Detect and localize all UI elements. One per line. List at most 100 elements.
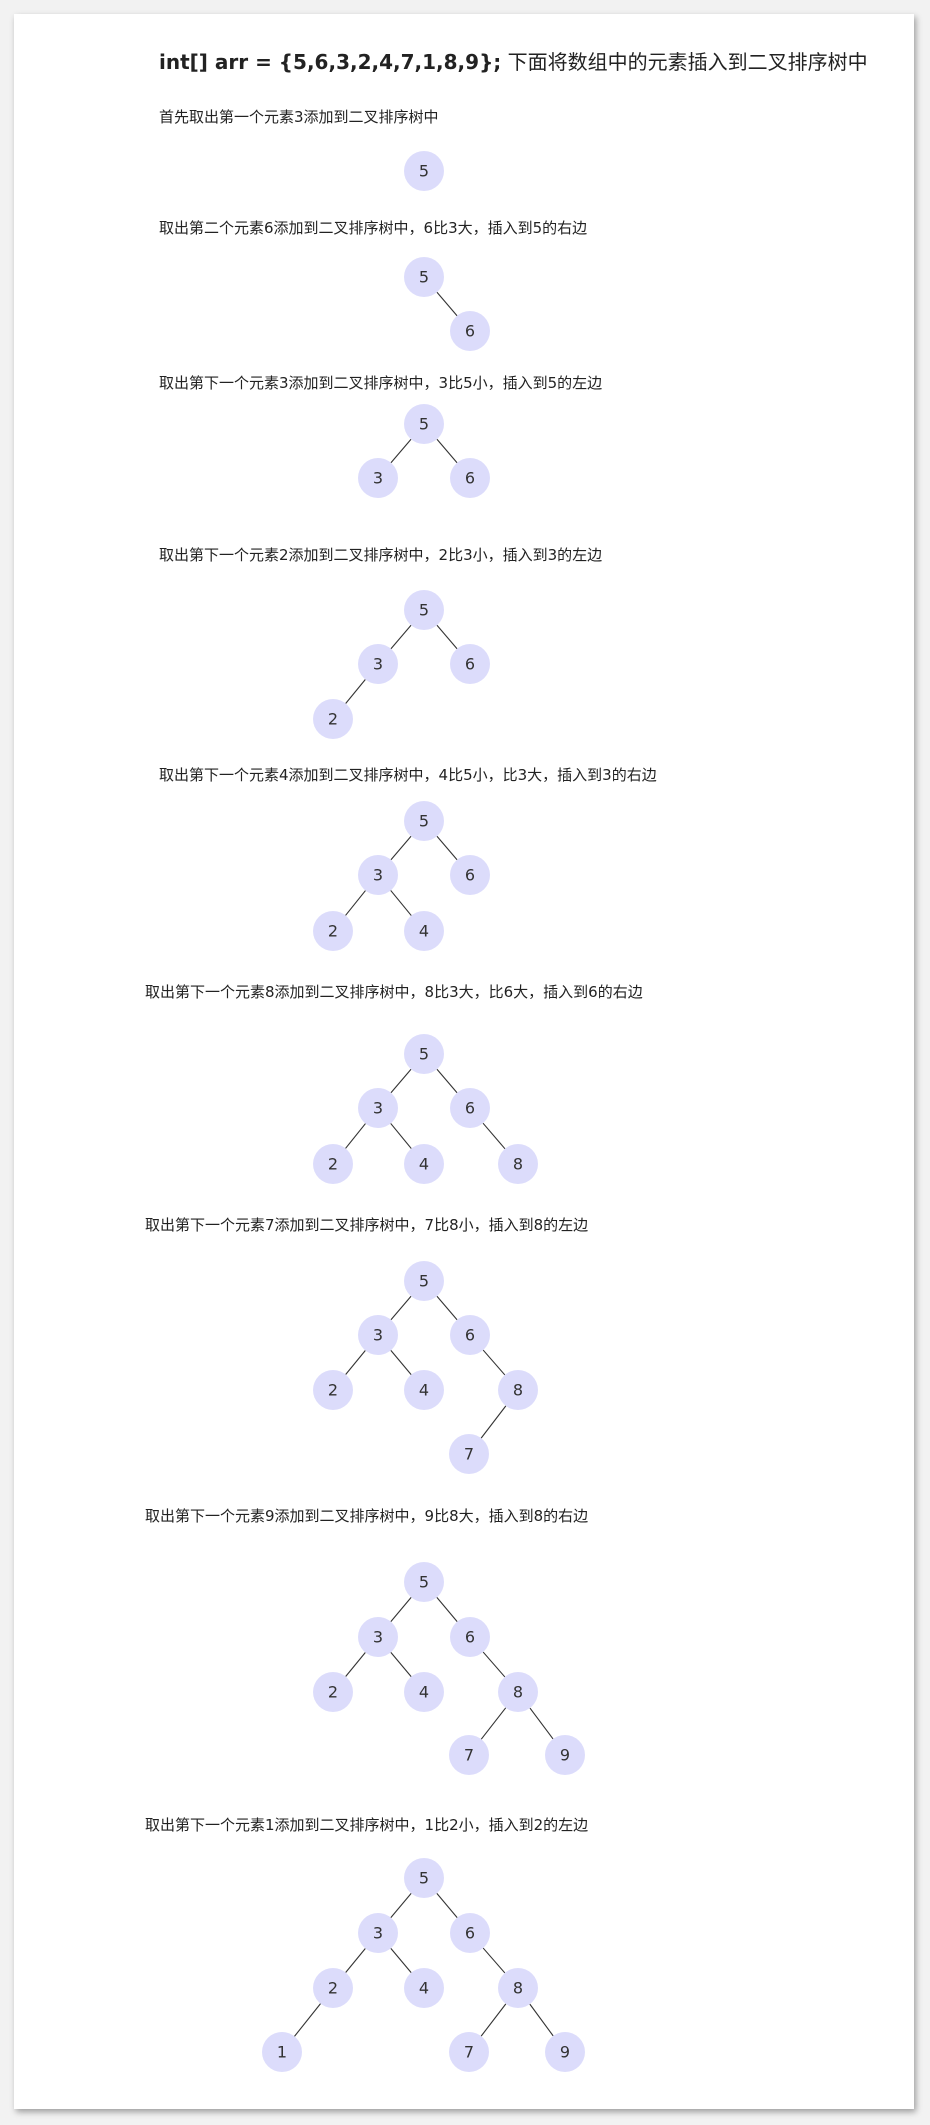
tree-node-label: 5 [419,812,429,831]
tree-node-label: 8 [513,1683,523,1702]
step-caption-2: 取出第二个元素6添加到二叉排序树中，6比3大，插入到5的右边 [159,219,588,237]
tree-node-label: 2 [328,710,338,729]
page-title: int[] arr = {5,6,3,2,4,7,1,8,9}; 下面将数组中的… [159,46,868,75]
tree-node-label: 8 [513,1155,523,1174]
tree-node [449,1434,489,1474]
tree-node-label: 2 [328,1381,338,1400]
tree-node [404,257,444,297]
tree-node [404,404,444,444]
tree-node-label: 9 [560,1746,570,1765]
tree-node [450,1913,490,1953]
tree-edge [482,1122,506,1150]
tree-edge [480,2003,507,2037]
step-caption-8: 取出第下一个元素9添加到二叉排序树中，9比8大，插入到8的右边 [145,1507,589,1525]
tree-edge [480,1707,507,1740]
tree-node-label: 4 [419,922,429,941]
tree-node [449,2032,489,2072]
tree-node [358,1088,398,1128]
step-caption-4: 取出第下一个元素2添加到二叉排序树中，2比3小，插入到3的左边 [159,546,603,564]
bst-step-1: 5 [404,151,444,191]
bst-step-2: 56 [404,257,490,351]
step-caption-3: 取出第下一个元素3添加到二叉排序树中，3比5小，插入到5的左边 [159,374,603,392]
tree-node [404,801,444,841]
tree-node [498,1672,538,1712]
tree-node-label: 6 [465,1628,475,1647]
tree-edge [529,1707,554,1740]
tree-node [450,1617,490,1657]
tree-node-label: 6 [465,1099,475,1118]
tree-node-label: 3 [373,1924,383,1943]
document-page: int[] arr = {5,6,3,2,4,7,1,8,9}; 下面将数组中的… [14,14,914,2109]
tree-node [313,911,353,951]
tree-node [358,1315,398,1355]
step-caption-9: 取出第下一个元素1添加到二叉排序树中，1比2小，插入到2的左边 [145,1816,589,1834]
tree-node-label: 7 [464,1445,474,1464]
tree-edge [436,624,458,650]
tree-node-label: 5 [419,415,429,434]
tree-node [498,1370,538,1410]
tree-node-label: 6 [465,1924,475,1943]
tree-node [404,911,444,951]
tree-node [404,1968,444,2008]
tree-node [358,1913,398,1953]
tree-node-label: 5 [419,1573,429,1592]
tree-edge [345,1350,366,1375]
tree-node-label: 1 [277,2043,287,2062]
tree-node [313,1672,353,1712]
tree-node [450,1088,490,1128]
tree-edge [436,1892,458,1919]
tree-node-label: 2 [328,1155,338,1174]
tree-node [358,1617,398,1657]
tree-node [313,1370,353,1410]
tree-edge [436,291,458,317]
tree-node-label: 7 [464,1746,474,1765]
tree-edge [482,1651,506,1678]
tree-edge [436,438,458,464]
tree-node-label: 4 [419,1979,429,1998]
tree-edge [345,890,366,916]
tree-edge [482,1349,506,1376]
tree-node-label: 6 [465,655,475,674]
tree-node [498,1144,538,1184]
tree-node [404,590,444,630]
step-caption-7: 取出第下一个元素7添加到二叉排序树中，7比8小，插入到8的左边 [145,1216,589,1234]
tree-edge [390,1123,412,1149]
tree-edge [390,1349,412,1376]
tree-edge [436,1295,458,1321]
step-caption-1: 首先取出第一个元素3添加到二叉排序树中 [159,108,439,126]
tree-node [404,1562,444,1602]
tree-node [545,2032,585,2072]
tree-edge [436,1068,458,1094]
tree-node-label: 2 [328,1979,338,1998]
tree-edge [390,1947,412,1974]
tree-node [313,1144,353,1184]
tree-node-label: 7 [464,2043,474,2062]
tree-node-label: 5 [419,268,429,287]
tree-node [498,1968,538,2008]
tree-edge [390,1068,412,1094]
tree-node [404,1858,444,1898]
tree-node-label: 2 [328,922,338,941]
tree-node-label: 6 [465,322,475,341]
tree-edge [390,624,412,650]
tree-node-label: 6 [465,469,475,488]
tree-edge [482,1947,506,1974]
tree-edge [529,2003,554,2037]
tree-node [358,644,398,684]
tree-node-label: 3 [373,1326,383,1345]
tree-edge [294,2003,321,2037]
tree-node [450,311,490,351]
title-description: 下面将数组中的元素插入到二叉排序树中 [501,50,868,74]
tree-node-label: 5 [419,601,429,620]
tree-node [450,644,490,684]
tree-node [404,1370,444,1410]
tree-edge [390,438,412,464]
tree-node-label: 8 [513,1979,523,1998]
tree-node-label: 9 [560,2043,570,2062]
tree-node [358,458,398,498]
tree-edge [345,1123,366,1149]
tree-node-label: 5 [419,1272,429,1291]
